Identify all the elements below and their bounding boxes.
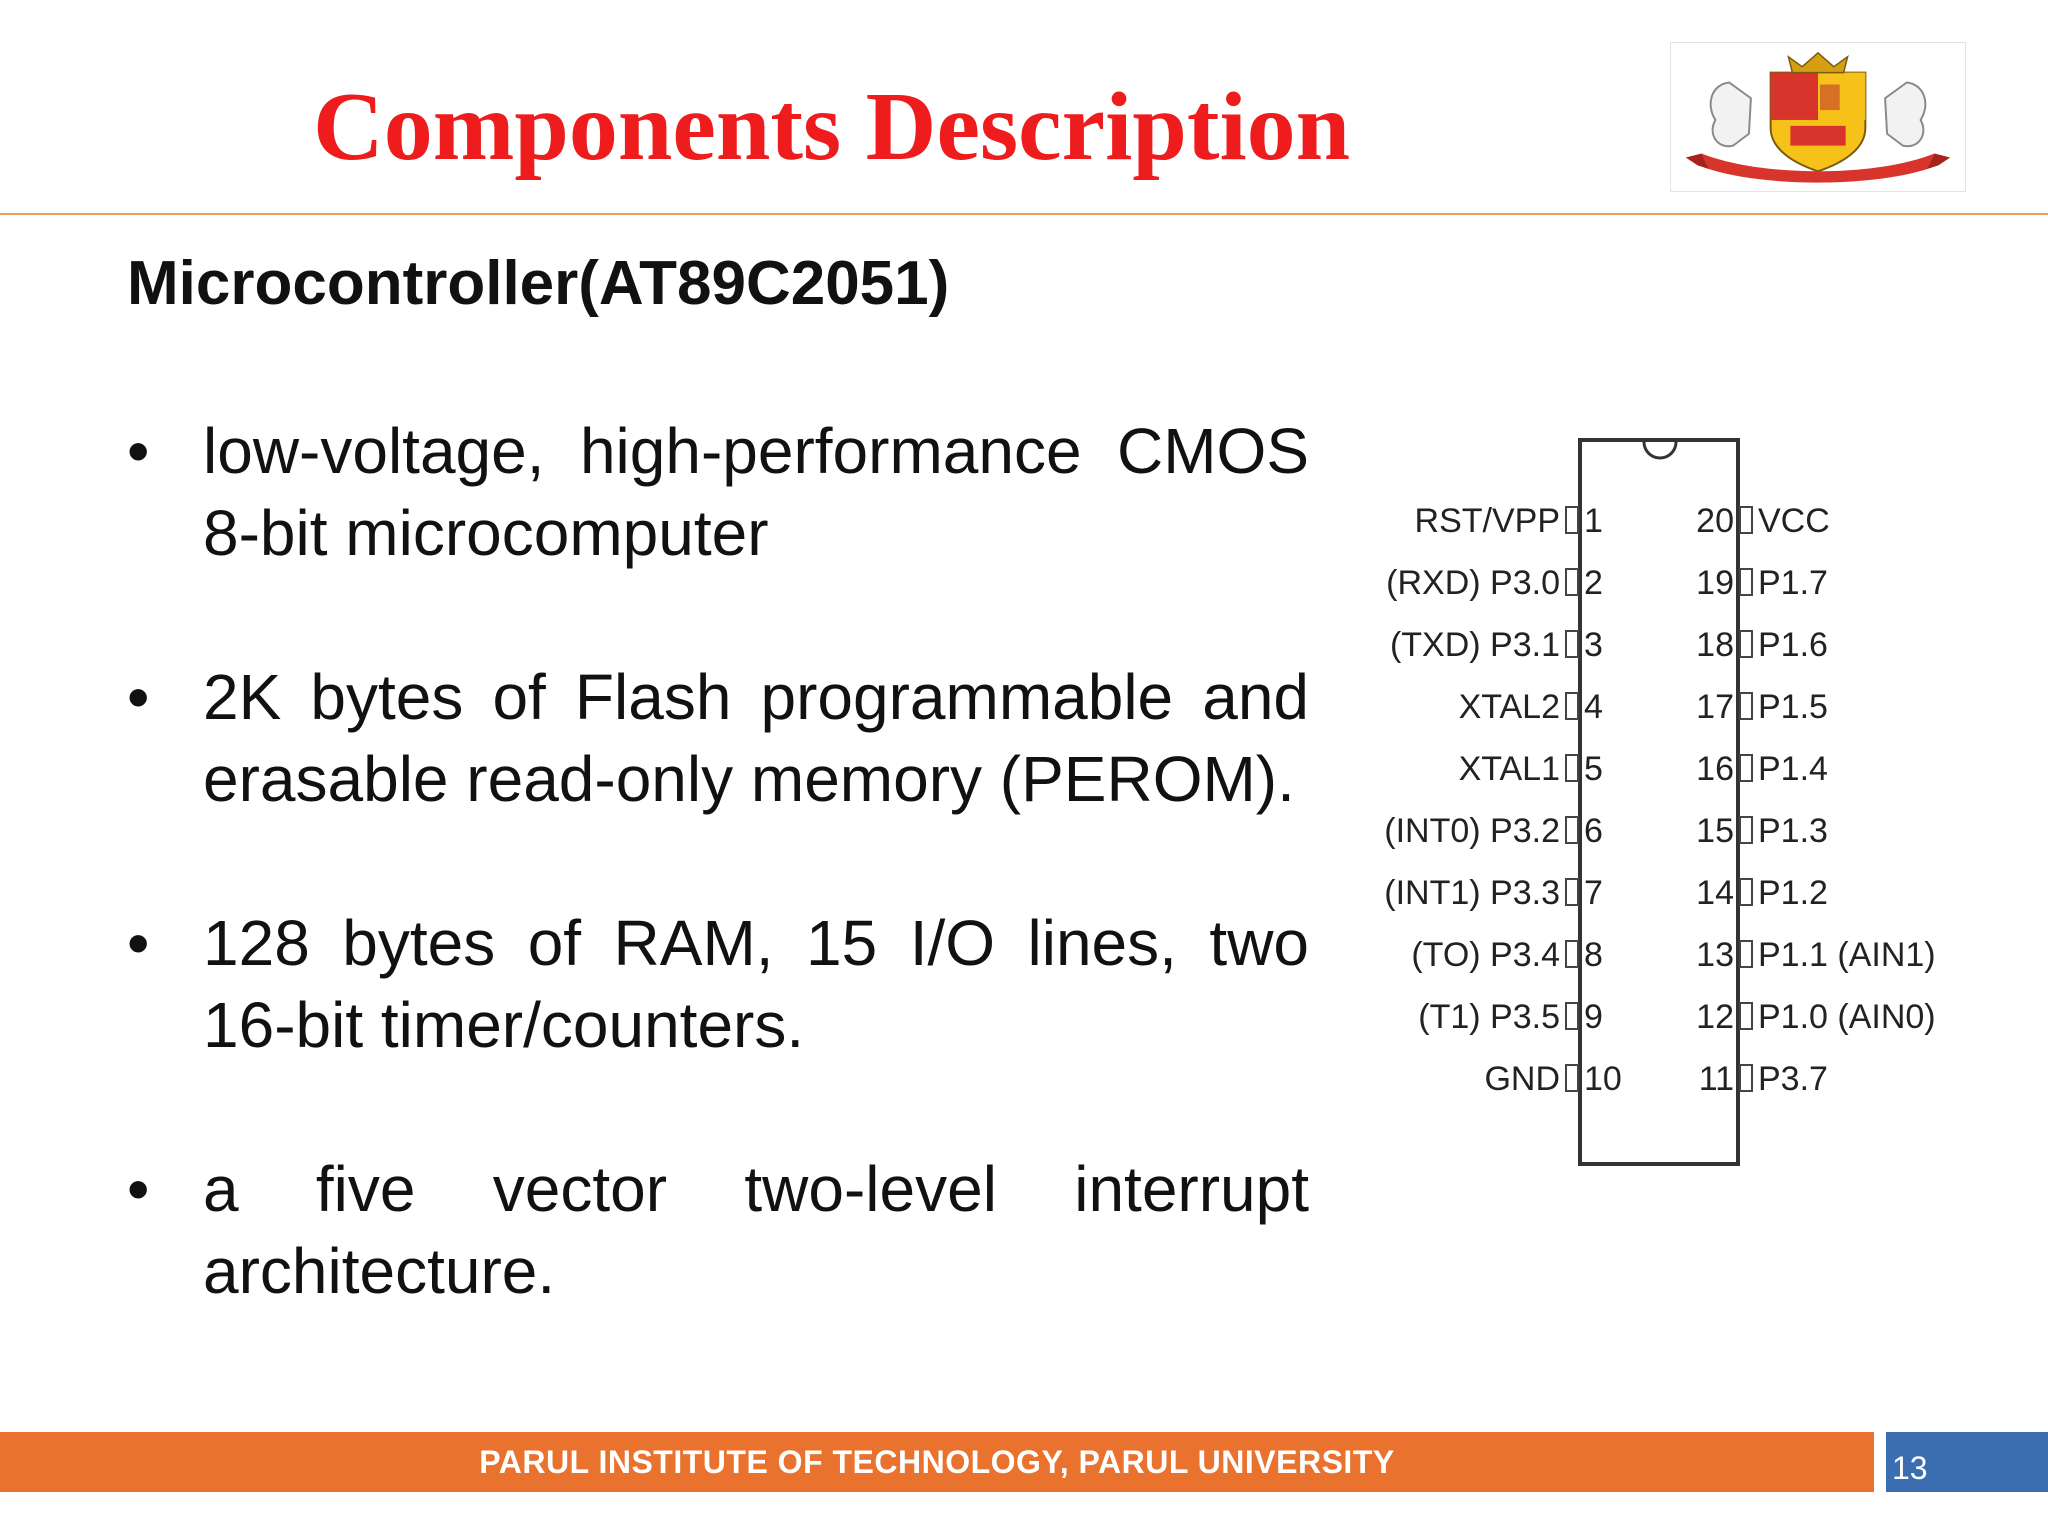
section-heading: Microcontroller(AT89C2051): [127, 249, 950, 318]
pin-label: (INT0) P3.2: [1384, 812, 1560, 850]
list-item: • a five vector two-level interrupt arch…: [127, 1148, 1309, 1312]
pin-pad: [1565, 816, 1579, 844]
footer-bar: PARUL INSTITUTE OF TECHNOLOGY, PARUL UNI…: [0, 1432, 1874, 1492]
pin-number: 19: [1696, 564, 1734, 602]
pin-label: VCC: [1758, 502, 1830, 540]
bullet-marker: •: [127, 661, 150, 733]
pin-label: P1.1 (AIN1): [1758, 936, 1936, 974]
pin-label: XTAL1: [1459, 750, 1560, 788]
chip-notch: [1642, 441, 1678, 460]
footer-institution: PARUL INSTITUTE OF TECHNOLOGY, PARUL UNI…: [479, 1444, 1395, 1480]
pin-number: 16: [1696, 750, 1734, 788]
bullet-text: 128 bytes of RAM, 15 I/O lines, two 16-b…: [203, 907, 1309, 1061]
pin-number: 12: [1696, 998, 1734, 1036]
header-divider: [0, 213, 2048, 215]
feature-list: • low-voltage, high-performance CMOS 8-b…: [127, 410, 1309, 1394]
pin-pad: [1739, 816, 1753, 844]
pin-pad: [1739, 692, 1753, 720]
pin-number: 5: [1584, 750, 1603, 788]
pin-pad: [1565, 692, 1579, 720]
pin-number: 17: [1696, 688, 1734, 726]
pin-label: P1.3: [1758, 812, 1828, 850]
pin-pad: [1739, 754, 1753, 782]
pin-pad: [1739, 630, 1753, 658]
slide-title: Components Description: [313, 73, 1351, 181]
list-item: • low-voltage, high-performance CMOS 8-b…: [127, 410, 1309, 574]
page-number-box: 13: [1886, 1432, 2048, 1492]
pin-number: 13: [1696, 936, 1734, 974]
bullet-text: a five vector two-level interrupt archit…: [203, 1153, 1309, 1307]
pin-number: 11: [1699, 1060, 1734, 1098]
pin-label: XTAL2: [1459, 688, 1560, 726]
pin-label: P1.4: [1758, 750, 1828, 788]
pin-number: 9: [1584, 998, 1603, 1036]
pin-label: P3.7: [1758, 1060, 1828, 1098]
pin-label: (INT1) P3.3: [1384, 874, 1560, 912]
pin-number: 15: [1696, 812, 1734, 850]
pin-label: P1.5: [1758, 688, 1828, 726]
pin-pad: [1565, 1064, 1579, 1092]
pin-pad: [1565, 506, 1579, 534]
bullet-text: 2K bytes of Flash programmable and erasa…: [203, 661, 1309, 815]
pin-number: 7: [1584, 874, 1603, 912]
pin-pad: [1739, 1002, 1753, 1030]
pin-pad: [1565, 568, 1579, 596]
pin-label: P1.6: [1758, 626, 1828, 664]
pin-label: P1.7: [1758, 564, 1828, 602]
pin-number: 8: [1584, 936, 1603, 974]
pin-number: 14: [1696, 874, 1734, 912]
pin-label: RST/VPP: [1415, 502, 1560, 540]
bullet-marker: •: [127, 1153, 150, 1225]
bullet-marker: •: [127, 907, 150, 979]
pin-label: (TO) P3.4: [1411, 936, 1560, 974]
pin-pad: [1565, 878, 1579, 906]
pin-number: 4: [1584, 688, 1603, 726]
pin-number: 18: [1696, 626, 1734, 664]
pin-number: 6: [1584, 812, 1603, 850]
pin-label: GND: [1484, 1060, 1560, 1098]
pin-label: (T1) P3.5: [1418, 998, 1560, 1036]
pin-pad: [1739, 940, 1753, 968]
pin-pad: [1739, 1064, 1753, 1092]
bullet-marker: •: [127, 415, 150, 487]
pin-number: 1: [1584, 502, 1603, 540]
pin-number: 10: [1584, 1060, 1622, 1098]
chip-body: [1578, 438, 1740, 1166]
pin-label: P1.2: [1758, 874, 1828, 912]
page-number: 13: [1892, 1450, 1928, 1486]
pin-pad: [1739, 878, 1753, 906]
pin-pad: [1739, 568, 1753, 596]
pin-label: (RXD) P3.0: [1386, 564, 1560, 602]
parul-university-crest-icon: [1670, 42, 1966, 192]
pin-pad: [1565, 630, 1579, 658]
pin-number: 3: [1584, 626, 1603, 664]
pin-number: 2: [1584, 564, 1603, 602]
pin-pad: [1565, 1002, 1579, 1030]
pin-pad: [1739, 506, 1753, 534]
bullet-text: low-voltage, high-performance CMOS 8-bit…: [203, 415, 1309, 569]
list-item: • 2K bytes of Flash programmable and era…: [127, 656, 1309, 820]
pin-number: 20: [1696, 502, 1734, 540]
list-item: • 128 bytes of RAM, 15 I/O lines, two 16…: [127, 902, 1309, 1066]
pin-label: P1.0 (AIN0): [1758, 998, 1936, 1036]
pin-pad: [1565, 754, 1579, 782]
pin-label: (TXD) P3.1: [1390, 626, 1560, 664]
pin-pad: [1565, 940, 1579, 968]
